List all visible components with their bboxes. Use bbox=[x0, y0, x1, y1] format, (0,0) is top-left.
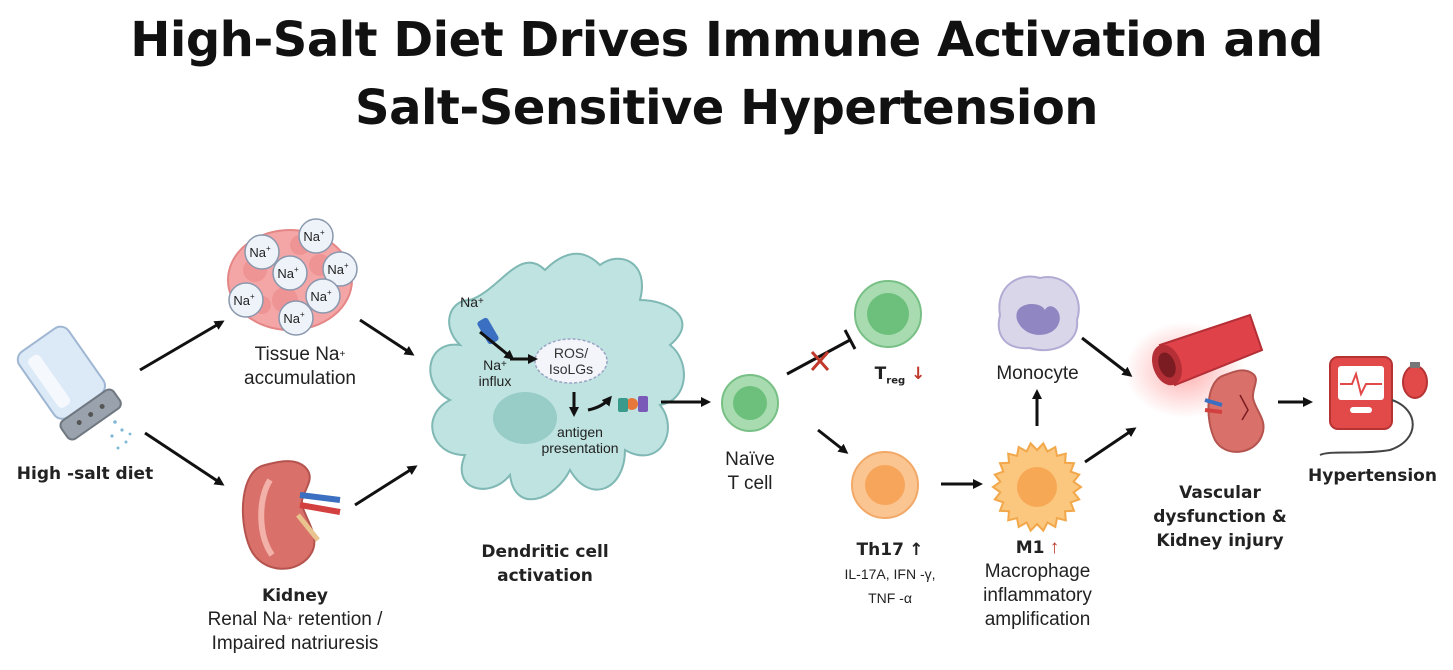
vascular-line1: Vascular bbox=[1179, 483, 1261, 503]
tissue-na-plus: + bbox=[339, 349, 346, 360]
antigen-line1: antigen bbox=[557, 424, 603, 440]
dc-influx-label: Na+ influx bbox=[465, 357, 525, 389]
dc-na-in-label: Na+ bbox=[452, 294, 492, 310]
kidney-line1a: Renal Na bbox=[207, 609, 287, 630]
na-ion-text: Na+ bbox=[303, 228, 325, 244]
naive-t-cell-icon bbox=[721, 374, 779, 432]
m1-up-arrow: ↑ bbox=[1049, 537, 1060, 558]
na-ion-text: Na+ bbox=[233, 292, 255, 308]
treg-text: T bbox=[874, 364, 887, 384]
treg-label: Treg ↓ bbox=[860, 362, 940, 393]
dc-title-line1: Dendritic cell bbox=[481, 542, 609, 562]
page-title-line-1: High-Salt Diet Drives Immune Activation … bbox=[130, 12, 1323, 68]
m1-line1: Macrophage bbox=[984, 561, 1091, 582]
dc-influx-plus: + bbox=[501, 359, 507, 370]
na-ion-text: Na+ bbox=[277, 265, 299, 281]
na-ion-bubble bbox=[322, 251, 358, 287]
dc-na-in-text: Na bbox=[460, 294, 479, 310]
na-ion-bubble bbox=[244, 234, 280, 270]
treg-cell-icon bbox=[854, 280, 922, 348]
m1-line3: amplification bbox=[984, 609, 1091, 630]
naive-line2: T cell bbox=[727, 473, 773, 494]
th17-up-arrow: ↑ bbox=[909, 540, 924, 560]
dc-activation-label: Dendritic cell activation bbox=[460, 540, 630, 588]
tissue-na-label: Tissue Na+ accumulation bbox=[200, 343, 400, 391]
page-title-line-2: Salt-Sensitive Hypertension bbox=[355, 80, 1098, 136]
kidney-line1b: retention / bbox=[292, 609, 383, 630]
na-ion-bubble bbox=[278, 300, 314, 336]
na-ion-bubble bbox=[298, 218, 334, 254]
na-ion-bubble bbox=[305, 278, 341, 314]
vascular-line2: dysfunction & bbox=[1153, 507, 1287, 527]
kidney-label: Kidney Renal Na+ retention / Impaired na… bbox=[170, 584, 420, 656]
dc-na-in-plus: + bbox=[478, 296, 484, 307]
vascular-kidney-injury-label: Vascular dysfunction & Kidney injury bbox=[1135, 481, 1305, 553]
treg-sub: reg bbox=[886, 375, 906, 387]
kidney-icon bbox=[241, 460, 341, 570]
tissue-sodium-icon: Na+ Na+ Na+ Na+ Na+ Na+ Na+ bbox=[227, 218, 358, 336]
monocyte-label: Monocyte bbox=[996, 363, 1079, 384]
na-ion-bubble bbox=[272, 255, 308, 291]
m1-line2: inflammatory bbox=[983, 585, 1092, 606]
th17-text: Th17 bbox=[856, 540, 904, 560]
na-ion-text: Na+ bbox=[249, 244, 271, 260]
th17-cytokines-line2: TNF -α bbox=[868, 590, 912, 606]
antigen-presentation-label: antigen presentation bbox=[525, 424, 635, 456]
kidney-title: Kidney bbox=[262, 586, 328, 606]
blood-pressure-monitor-icon bbox=[1319, 356, 1428, 456]
kidney-line1-plus: + bbox=[286, 614, 293, 625]
m1-text: M1 bbox=[1015, 538, 1045, 558]
salt-shaker-icon bbox=[16, 325, 132, 450]
tissue-na-line2: accumulation bbox=[244, 368, 356, 389]
dc-title-line2: activation bbox=[497, 566, 593, 586]
monocyte-icon bbox=[997, 275, 1080, 352]
ros-line1: ROS/ bbox=[553, 345, 589, 361]
na-ion-text: Na+ bbox=[327, 261, 349, 277]
dendritic-cell-icon bbox=[429, 252, 685, 501]
na-ion-text: Na+ bbox=[310, 288, 332, 304]
vessel-kidney-injury-icon bbox=[1125, 313, 1265, 453]
dc-influx-line1: Na bbox=[483, 357, 502, 373]
vascular-line3: Kidney injury bbox=[1156, 531, 1284, 551]
m1-macrophage-icon bbox=[991, 441, 1083, 533]
th17-cell-icon bbox=[851, 451, 919, 519]
th17-cytokines-line1: IL-17A, IFN -γ, bbox=[844, 566, 936, 582]
na-ion-text: Na+ bbox=[283, 310, 305, 326]
hypertension-label: Hypertension bbox=[1308, 466, 1437, 486]
tissue-na-line1: Tissue Na bbox=[254, 344, 340, 365]
kidney-line2: Impaired natriuresis bbox=[211, 633, 379, 654]
dc-influx-line2: influx bbox=[478, 373, 512, 389]
naive-line1: Naïve bbox=[725, 449, 775, 470]
ros-line2: IsoLGs bbox=[548, 361, 594, 377]
antigen-line2: presentation bbox=[541, 440, 619, 456]
th17-label: Th17 ↑ IL-17A, IFN -γ, TNF -α bbox=[815, 538, 965, 610]
treg-down-arrow: ↓ bbox=[911, 364, 926, 384]
arrows bbox=[139, 318, 1313, 507]
na-ion-bubble bbox=[228, 282, 264, 318]
m1-macrophage-label: M1 ↑ Macrophage inflammatory amplificati… bbox=[960, 536, 1115, 632]
naive-t-cell-label: Naïve T cell bbox=[710, 448, 790, 496]
treg-inhibition-arrow bbox=[786, 329, 857, 376]
ros-isolgs-label: ROS/ IsoLGs bbox=[535, 345, 607, 377]
high-salt-diet-label: High -salt diet bbox=[16, 464, 154, 484]
